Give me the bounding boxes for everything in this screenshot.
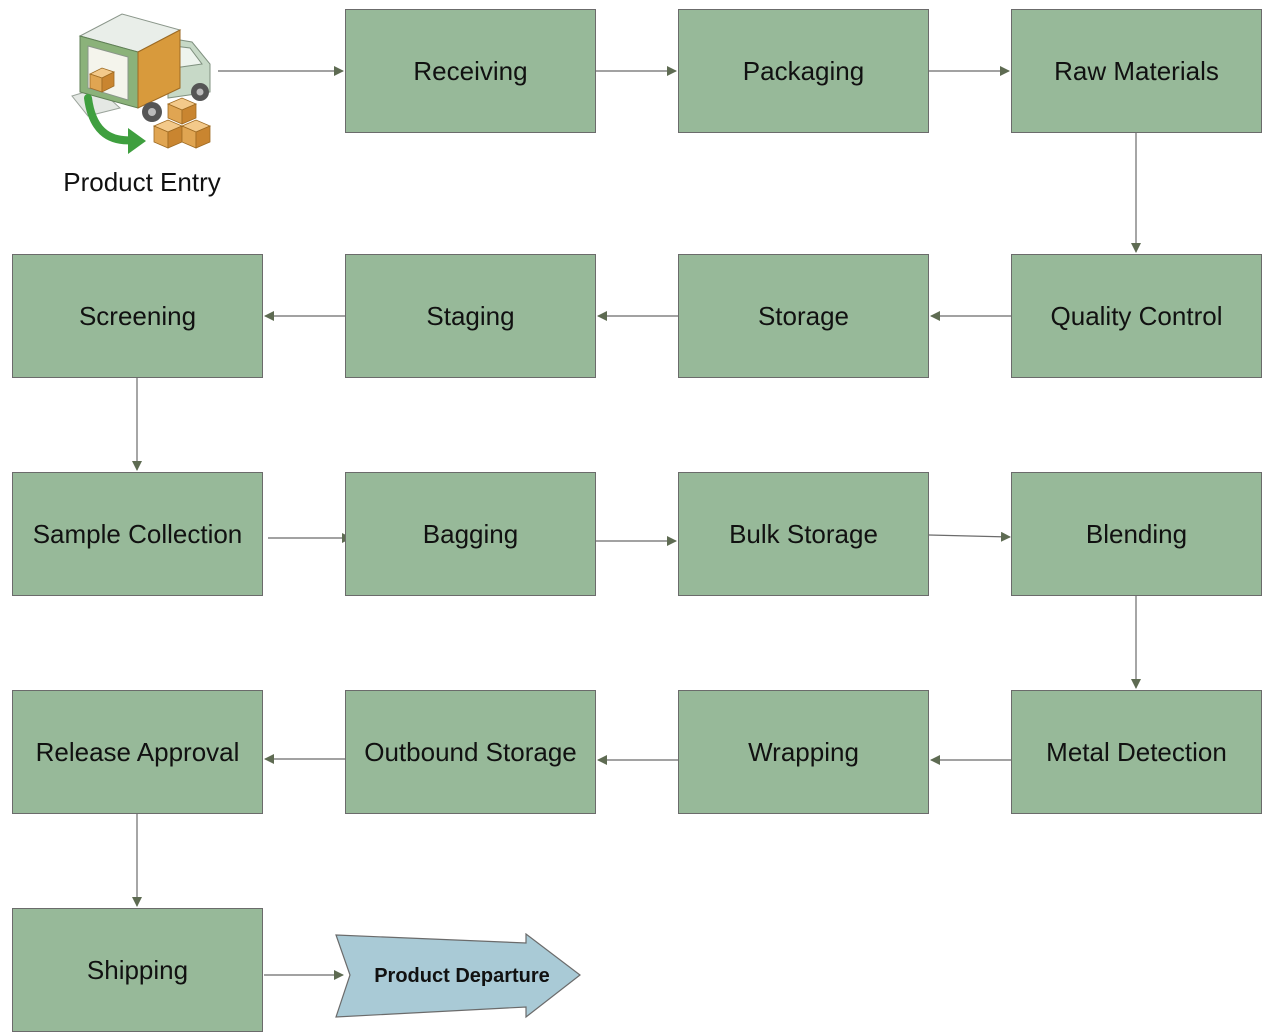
step-wrapping[interactable]: Wrapping [678,690,929,814]
connector-bulk-storage-blending [928,531,1011,542]
step-blending[interactable]: Blending [1011,472,1262,596]
product-entry-label: Product Entry [63,167,221,197]
step-bagging[interactable]: Bagging [345,472,596,596]
delivery-truck-icon [71,13,212,154]
step-bulk-storage[interactable]: Bulk Storage [678,472,929,596]
step-packaging[interactable]: Packaging [678,9,929,133]
step-quality-control[interactable]: Quality Control [1011,254,1262,378]
step-shipping[interactable]: Shipping [12,908,263,1032]
step-receiving[interactable]: Receiving [345,9,596,133]
step-screening[interactable]: Screening [12,254,263,378]
step-raw-materials[interactable]: Raw Materials [1011,9,1262,133]
step-staging[interactable]: Staging [345,254,596,378]
product-departure-label: Product Departure [374,964,550,987]
step-sample-collection[interactable]: Sample Collection [12,472,263,596]
step-release-approval[interactable]: Release Approval [12,690,263,814]
block-arrow-right-icon [335,933,581,1019]
step-metal-detection[interactable]: Metal Detection [1011,690,1262,814]
step-storage[interactable]: Storage [678,254,929,378]
step-outbound-storage[interactable]: Outbound Storage [345,690,596,814]
product-departure-arrow[interactable]: Product Departure [334,933,582,1019]
